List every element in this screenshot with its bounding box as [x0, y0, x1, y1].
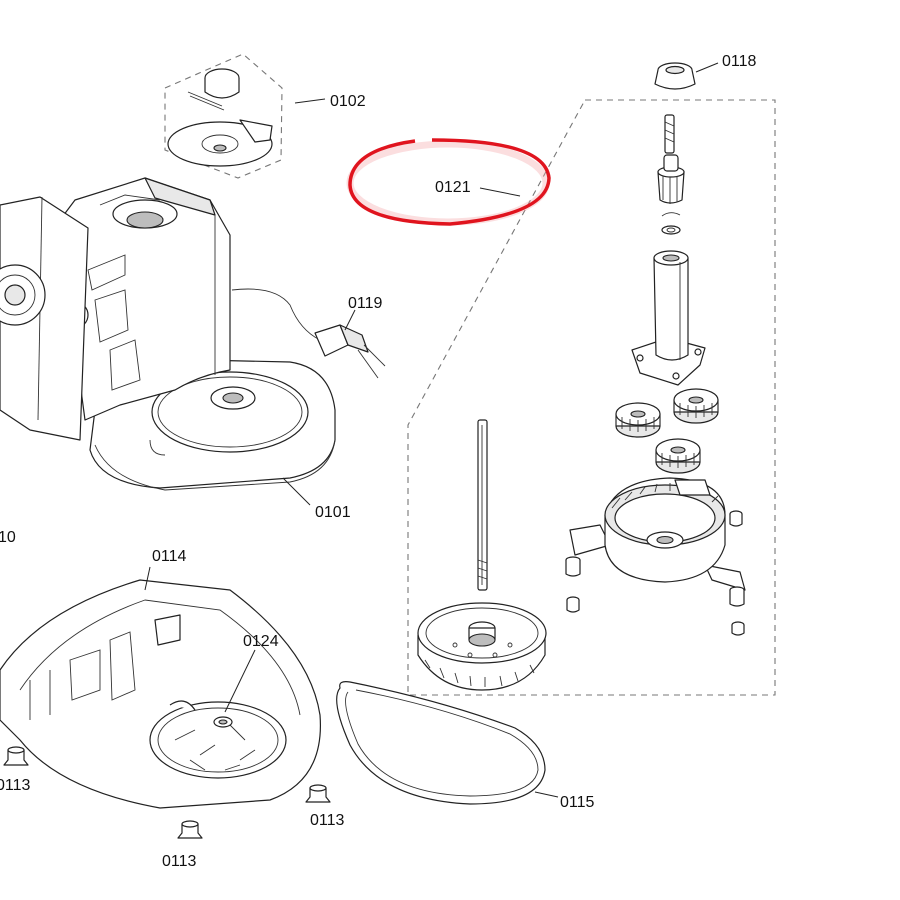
label-0115: 0115 [560, 794, 595, 811]
label-0124: 0124 [243, 633, 279, 650]
label-0113-left: 0113 [0, 777, 31, 794]
label-0113-right: 0113 [310, 812, 345, 829]
spindle-tower [631, 250, 706, 386]
part-0114-lower-base [0, 579, 322, 809]
part-0119-power-cord [231, 288, 386, 379]
label-0101: 0101 [315, 504, 351, 521]
label-0119: 0119 [348, 295, 383, 312]
label-0114: 0114 [152, 548, 187, 565]
label-0110-cut: 10 [0, 529, 16, 546]
large-pulley [417, 602, 547, 691]
gearbox-dashed-boundary [407, 99, 776, 696]
ring-gear-housing [569, 477, 746, 591]
drive-shaft [477, 419, 488, 591]
label-0118: 0118 [722, 53, 757, 70]
part-0113-foot-right [305, 784, 331, 803]
part-0113-foot-left [3, 746, 29, 766]
part-0101-main-housing [0, 177, 336, 491]
label-0102: 0102 [330, 93, 366, 110]
label-0121: 0121 [435, 179, 471, 196]
bushings [565, 510, 745, 636]
planetary-gears [615, 388, 719, 474]
part-0102-cover-assembly [164, 53, 283, 179]
part-0115-drive-belt [336, 681, 546, 805]
label-0113-bottom-cut: 0113 [162, 853, 197, 870]
part-0121-highlighted-gasket [346, 138, 551, 226]
part-0118-cap [654, 62, 696, 90]
part-0113-foot-bottom [177, 820, 203, 839]
spindle-parts [657, 114, 685, 235]
